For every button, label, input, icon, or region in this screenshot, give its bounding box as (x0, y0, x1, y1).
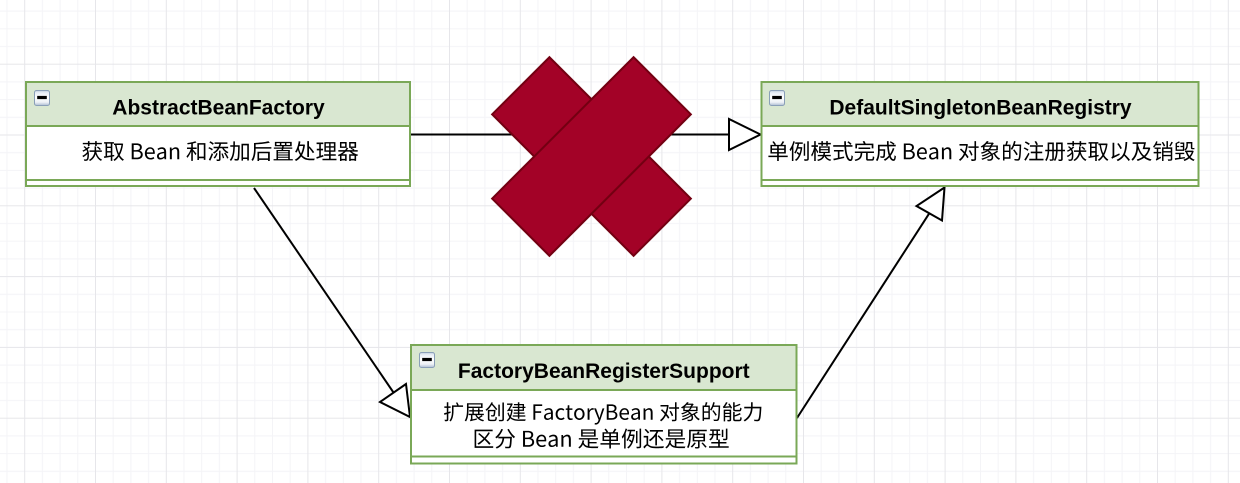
svg-text:AbstractBeanFactory: AbstractBeanFactory (112, 97, 325, 120)
svg-text:DefaultSingletonBeanRegistry: DefaultSingletonBeanRegistry (829, 97, 1132, 120)
svg-text:FactoryBeanRegisterSupport: FactoryBeanRegisterSupport (458, 360, 750, 383)
